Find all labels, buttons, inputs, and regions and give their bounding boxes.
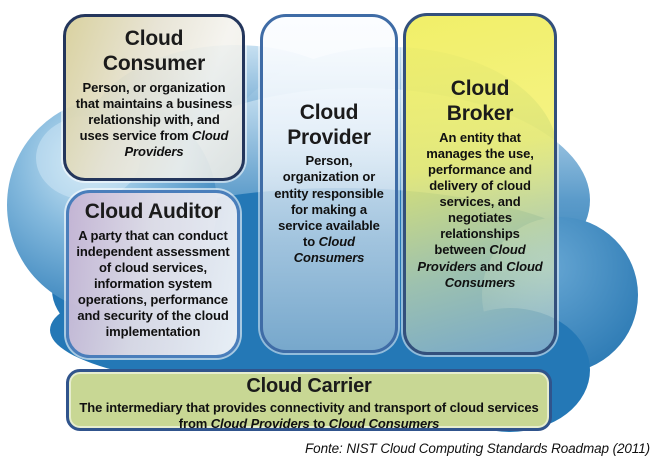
carrier-description-text: The intermediary that provides connectiv…	[79, 399, 539, 431]
actor-box-cloud-broker: Cloud Broker An entity that manages the …	[403, 13, 557, 355]
cloud-provider-title: Cloud Provider	[287, 100, 371, 149]
auditor-description-text: A party that can conduct independent ass…	[76, 227, 230, 340]
consumer-description-emphasis: Cloud Providers	[124, 127, 229, 159]
cloud-auditor-description: A party that can conduct independent ass…	[73, 228, 233, 341]
cloud-broker-description: An entity that manages the use, performa…	[413, 130, 547, 291]
broker-description-text: An entity that manages the use, performa…	[426, 129, 534, 258]
cloud-provider-description: Person, organization or entity responsib…	[271, 153, 387, 266]
cloud-carrier-description: The intermediary that provides connectiv…	[79, 400, 539, 433]
cloud-carrier-title: Cloud Carrier	[246, 375, 372, 397]
actor-box-cloud-carrier: Cloud Carrier The intermediary that prov…	[66, 369, 552, 431]
actor-box-cloud-provider: Cloud Provider Person, organization or e…	[260, 14, 398, 353]
provider-description-text: Person, organization or entity responsib…	[274, 153, 384, 249]
provider-description-emphasis: Cloud Consumers	[293, 233, 365, 266]
broker-description-emphasis-providers: Cloud Providers	[417, 242, 526, 274]
cloud-consumer-title: Cloud Consumer	[102, 27, 206, 75]
cloud-broker-title: Cloud Broker	[446, 77, 514, 125]
cloud-consumer-description: Person, or organization that maintains a…	[72, 80, 236, 161]
consumer-description-text: Person, or organization that maintains a…	[75, 79, 233, 143]
carrier-description-emphasis-consumers: Cloud Consumers	[328, 415, 440, 431]
cloud-auditor-title: Cloud Auditor	[84, 200, 222, 223]
broker-description-connector: and	[476, 258, 507, 274]
actor-box-cloud-consumer: Cloud Consumer Person, or organization t…	[63, 14, 245, 181]
source-caption: Fonte: NIST Cloud Computing Standards Ro…	[305, 441, 650, 456]
actor-box-cloud-auditor: Cloud Auditor A party that can conduct i…	[66, 190, 240, 358]
carrier-description-connector: to	[309, 415, 329, 431]
broker-description-emphasis-consumers: Cloud Consumers	[444, 258, 543, 290]
carrier-description-emphasis-providers: Cloud Providers	[210, 415, 310, 431]
